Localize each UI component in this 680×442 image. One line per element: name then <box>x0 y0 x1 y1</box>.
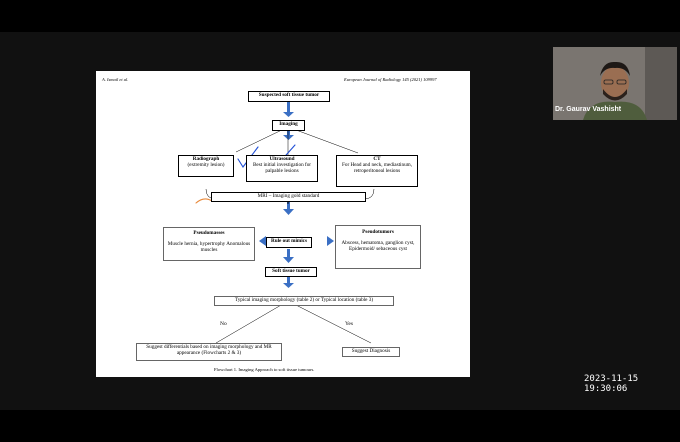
pseudomasses-subtitle: Muscle hernia, hypertrophy Anomalous mus… <box>167 241 251 253</box>
participant-name: Dr. Gaurav Vashisht <box>555 106 622 113</box>
pseudotumors-title: Pseudotumors <box>362 229 394 235</box>
node-soft-tissue-tumor: Soft tissue tumor <box>265 267 317 277</box>
label-yes: Yes <box>345 321 354 327</box>
node-suspected-tumor: Suspected soft tissue tumor <box>248 91 330 102</box>
radiograph-title: Radiograph <box>192 156 220 162</box>
ultrasound-title: Ultrasound <box>269 156 295 162</box>
node-suggest-diagnosis: Suggest Diagnosis <box>342 347 400 357</box>
node-pseudomasses: Pseudomasses Muscle hernia, hypertrophy … <box>163 227 255 261</box>
node-suggest-differentials: Suggest differentials based on imaging m… <box>136 343 282 361</box>
node-pseudotumors: Pseudotumors Abscess, hematoma, ganglion… <box>335 225 421 269</box>
document-page: A. Ismail et al. European Journal of Rad… <box>96 71 470 377</box>
recording-timestamp: 2023-11-15 19:30:06 <box>584 374 639 394</box>
flowchart-connectors <box>195 102 375 344</box>
radiograph-subtitle: (extremity lesion) <box>187 162 225 168</box>
participant-avatar <box>553 47 677 120</box>
participant-video-tile[interactable] <box>553 47 677 120</box>
figure-caption: Flowchart 1. Imaging Approach to soft ti… <box>214 367 315 372</box>
ct-subtitle: For Head and neck, mediastinum, retroper… <box>341 162 412 174</box>
node-ultrasound: Ultrasound Best initial investigation fo… <box>246 155 318 182</box>
header-journal: European Journal of Radiology 145 (2021)… <box>344 77 437 82</box>
ultrasound-subtitle: Best initial investigation for palpable … <box>252 162 312 174</box>
node-radiograph: Radiograph (extremity lesion) <box>178 155 234 177</box>
node-rule-out-mimics: Rule out mimics <box>266 237 312 248</box>
header-authors: A. Ismail et al. <box>102 77 129 82</box>
ct-title: CT <box>373 156 381 162</box>
node-typical-morphology: Typical imaging morphology (table 2) or … <box>214 296 394 306</box>
node-mri: MRI – Imaging gold standard <box>211 192 366 202</box>
pseudotumors-subtitle: Abscess, hematoma, ganglion cyst, Epider… <box>341 240 415 252</box>
label-no: No <box>220 321 227 327</box>
node-imaging: Imaging <box>272 120 305 131</box>
pseudomasses-title: Pseudomasses <box>193 230 225 236</box>
node-ct: CT For Head and neck, mediastinum, retro… <box>336 155 418 187</box>
